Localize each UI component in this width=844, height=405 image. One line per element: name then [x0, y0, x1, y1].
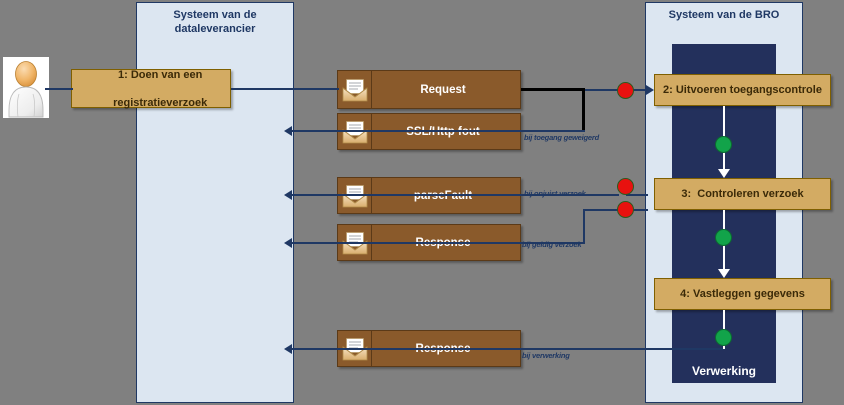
condition-bij-toegang-geweigerd: bij toegang geweigerd — [524, 133, 599, 142]
connector-response1-to-step3 — [583, 209, 648, 211]
connector-request-to-step2-h — [521, 88, 585, 91]
ok-dot-step2-to-step3 — [715, 136, 732, 153]
step-2-uitvoeren-toegangscontrole[interactable]: 2: Uitvoeren toegangscontrole — [654, 74, 831, 106]
swimlane-dataleverancier-title: Systeem van de dataleverancier — [136, 8, 294, 36]
swimlane-dataleverancier — [136, 2, 294, 403]
connector-toegang-geweigerd-h — [289, 130, 585, 132]
step-1-doen-registratieverzoek[interactable]: 1: Doen van een registratieverzoek — [71, 69, 231, 109]
message-request-1[interactable]: Request — [337, 70, 521, 109]
message-request-1-label: Request — [420, 83, 466, 96]
arrow-response1 — [284, 238, 292, 248]
step-4-vastleggen-gegevens[interactable]: 4: Vastleggen gegevens — [654, 278, 831, 310]
swimlane-dataleverancier-title-line1: Systeem van de — [173, 9, 257, 21]
step-3-label: 3: Controleren verzoek — [681, 188, 804, 200]
swimlane-bro-title: Systeem van de BRO — [668, 9, 780, 21]
connector-step1-to-request — [231, 88, 339, 90]
arrow-flow-step3-to-step4 — [718, 269, 730, 278]
arrow-parsefault — [284, 190, 292, 200]
step-4-label: 4: Vastleggen gegevens — [680, 288, 805, 300]
step-1-label-line1: 1: Doen van een — [117, 68, 203, 81]
connector-parsefault-h — [289, 194, 619, 196]
condition-bij-geldig-verzoek: bij geldig verzoek — [522, 240, 582, 249]
step-1-label: 1: Doen van een registratieverzoek — [95, 54, 208, 124]
step-1-label-line2: registratieverzoek — [113, 96, 208, 109]
connector-parsefault-to-step3 — [626, 194, 648, 196]
arrow-flow-step2-to-step3 — [718, 169, 730, 178]
connector-toegang-geweigerd-v — [582, 118, 585, 132]
ok-dot-step3-to-step4 — [715, 229, 732, 246]
step-2-label: 2: Uitvoeren toegangscontrole — [663, 84, 822, 96]
connector-request-to-step2-v — [582, 88, 585, 120]
arrow-toegang-geweigerd — [284, 126, 292, 136]
error-dot-toegangscontrole — [617, 82, 634, 99]
error-dot-response1 — [617, 201, 634, 218]
arrow-response2 — [284, 344, 292, 354]
connector-actor-to-step1 — [45, 88, 73, 90]
connector-response1-v — [583, 210, 585, 244]
condition-bij-verwerking: bij verwerking — [522, 351, 570, 360]
error-dot-parsefault — [617, 178, 634, 195]
verwerking-label: Verwerking — [691, 364, 757, 378]
step-3-controleren-verzoek[interactable]: 3: Controleren verzoek — [654, 178, 831, 210]
arrow-request-to-step2 — [646, 85, 654, 95]
connector-response1-h — [289, 242, 585, 244]
ok-dot-step4-to-response2 — [715, 329, 732, 346]
envelope-icon — [338, 71, 372, 108]
connector-response2-h — [289, 348, 724, 350]
connector-request-to-step2-tail — [585, 89, 647, 91]
swimlane-dataleverancier-title-line2: dataleverancier — [174, 23, 256, 35]
condition-bij-onjuist-verzoek: bij onjuist verzoek — [524, 189, 586, 198]
actor-dataleverancier — [3, 57, 49, 118]
person-icon — [8, 61, 44, 118]
